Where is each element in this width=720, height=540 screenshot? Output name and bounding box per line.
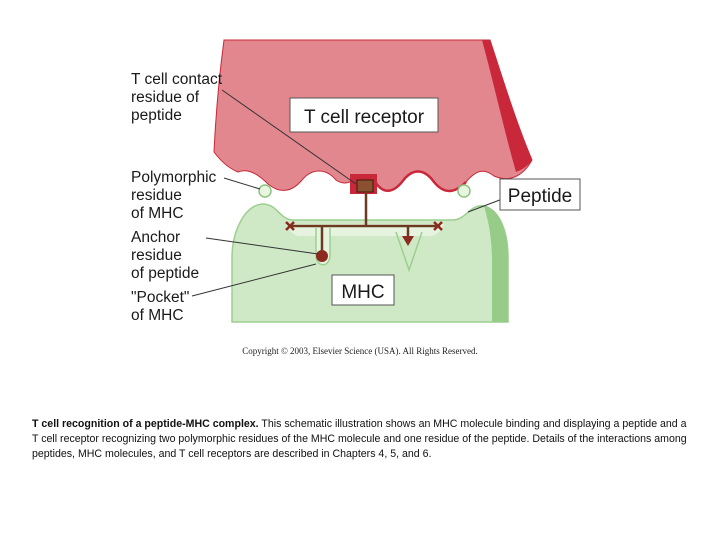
copyright-notice: Copyright © 2003, Elsevier Science (USA)… — [0, 346, 720, 356]
anchor-label-2: residue — [131, 247, 182, 264]
anchor-label-3: of peptide — [131, 265, 199, 282]
caption-title: T cell recognition of a peptide-MHC comp… — [32, 418, 259, 430]
tcr-label: T cell receptor — [304, 107, 425, 128]
polymorphic-residue-right — [458, 185, 470, 197]
peptide-label: Peptide — [508, 186, 572, 207]
polymorphic-label-3: of MHC — [131, 205, 184, 222]
mhc-label: MHC — [341, 282, 384, 303]
polymorphic-residue-left — [259, 185, 271, 197]
tcr-mhc-diagram: T cell receptor Peptide MHC T cell conta… — [0, 0, 720, 340]
figure-caption: T cell recognition of a peptide-MHC comp… — [32, 417, 692, 462]
tcell-contact-label-3: peptide — [131, 107, 182, 124]
polymorphic-label-1: Polymorphic — [131, 169, 217, 186]
tcell-contact-label-1: T cell contact — [131, 71, 223, 88]
leader-polymorphic — [224, 178, 260, 189]
tcell-contact-residue-inner — [357, 180, 373, 192]
anchor-residue — [316, 250, 328, 262]
anchor-label-1: Anchor — [131, 229, 180, 246]
pocket-label-2: of MHC — [131, 307, 184, 324]
pocket-label-1: "Pocket" — [131, 289, 189, 306]
tcell-contact-label-2: residue of — [131, 89, 200, 106]
polymorphic-label-2: residue — [131, 187, 182, 204]
